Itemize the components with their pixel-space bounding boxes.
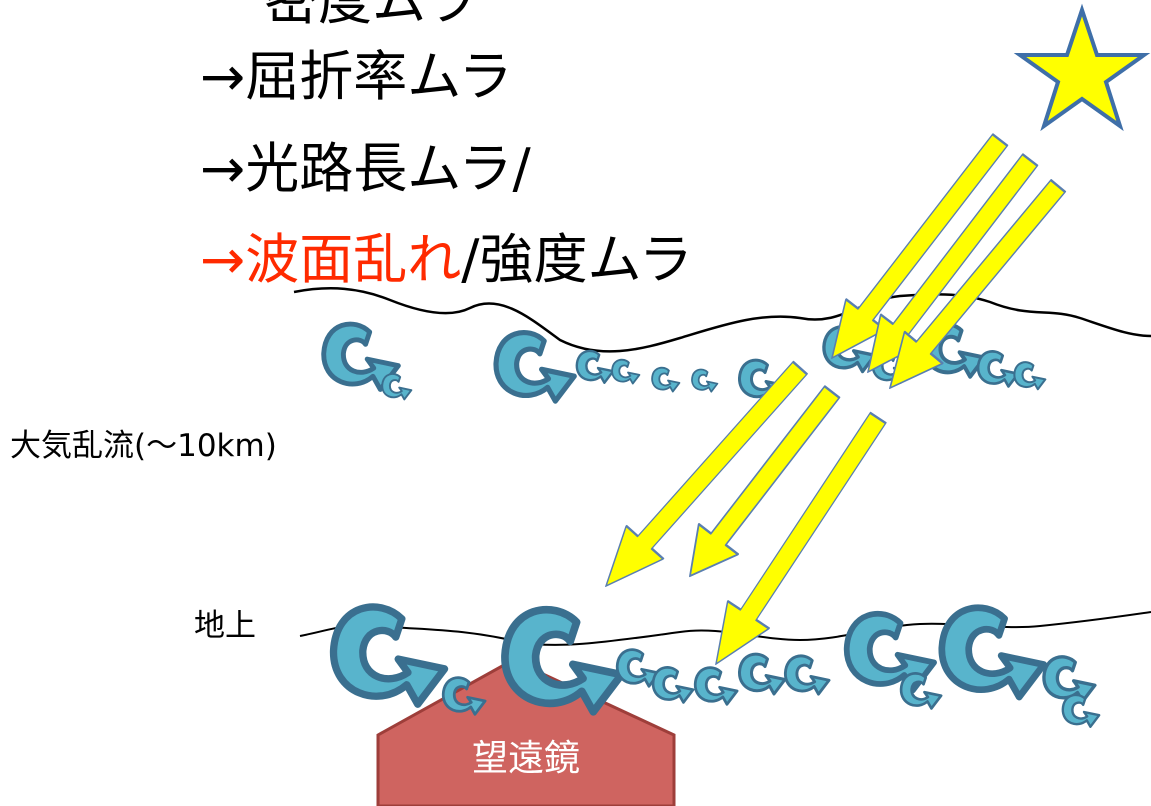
turbulence-layer-line xyxy=(293,287,1151,353)
turbulent-eddy-icon xyxy=(976,350,1020,388)
wavefront-distortion-text: →波面乱れ xyxy=(200,228,462,291)
heading-line-density: 密度ムラ xyxy=(264,0,478,32)
turbulent-eddy-icon xyxy=(505,610,622,712)
lower-eddy-group xyxy=(334,607,1101,728)
turbulent-eddy-icon xyxy=(899,672,943,710)
turbulent-eddy-icon xyxy=(651,366,681,393)
atmosphere-label: 大気乱流(〜10km) xyxy=(10,428,277,464)
intensity-variation-text: /強度ムラ xyxy=(461,228,693,291)
turbulent-eddy-icon xyxy=(691,368,719,393)
turbulent-eddy-icon xyxy=(575,349,615,384)
light-ray-arrow xyxy=(811,123,1021,375)
turbulent-eddy-icon xyxy=(651,666,695,704)
turbulent-eddy-icon xyxy=(693,666,739,706)
turbulent-eddy-icon xyxy=(942,608,1044,697)
turbulent-eddy-icon xyxy=(1042,655,1097,704)
heading-line-wavefront: →波面乱れ/強度ムラ xyxy=(200,229,693,291)
turbulent-eddy-icon xyxy=(334,607,445,704)
heading-line-refraction: →屈折率ムラ xyxy=(200,45,513,108)
light-ray-arrow xyxy=(847,143,1051,389)
turbulent-eddy-icon xyxy=(611,358,641,385)
telescope-label: 望遠鏡 xyxy=(471,738,580,779)
star-icon xyxy=(1013,3,1151,132)
turbulent-eddy-icon xyxy=(381,372,413,401)
turbulent-eddy-icon xyxy=(1061,693,1101,728)
light-ray-group xyxy=(586,123,1079,679)
turbulent-eddy-icon xyxy=(783,654,831,696)
turbulent-eddy-icon xyxy=(737,652,787,696)
turbulent-eddy-icon xyxy=(1013,361,1047,391)
ground-label: 地上 xyxy=(194,608,256,644)
heading-line-path-length: →光路長ムラ/ xyxy=(200,137,531,200)
turbulent-eddy-icon xyxy=(496,333,574,402)
